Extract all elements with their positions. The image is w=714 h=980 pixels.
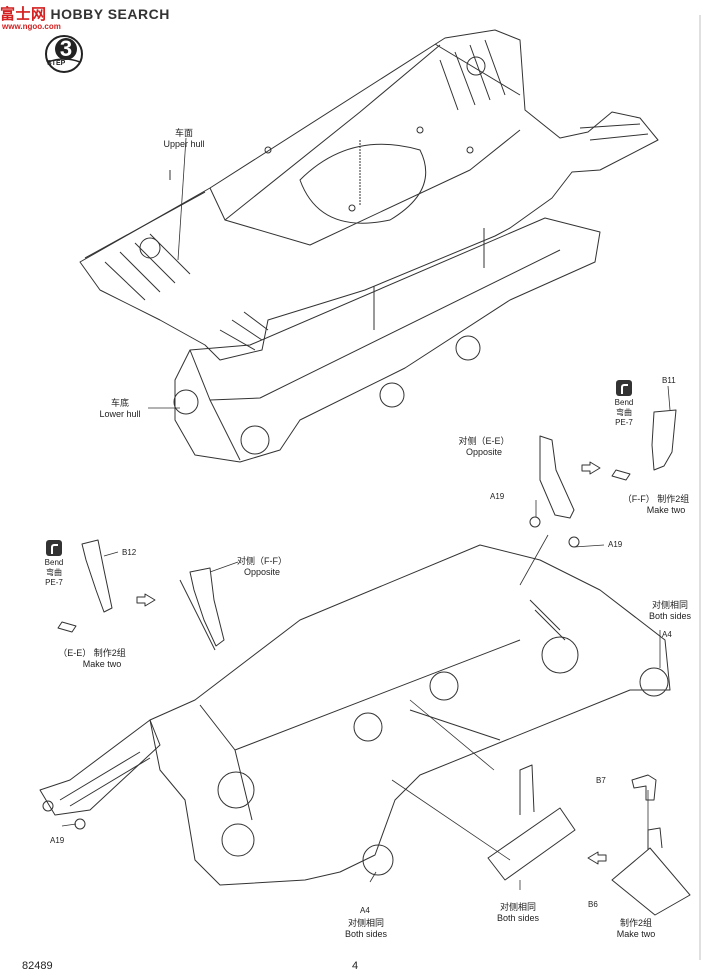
lower-hull-label-zh: 车底 — [110, 398, 129, 408]
ee-make-two-label-zh: （E-E） 制作2组 — [58, 648, 126, 658]
upper-hull-label: 车面 Upper hull — [158, 128, 210, 150]
part-code-a4-right: A4 — [662, 630, 672, 639]
watermark-en: HOBBY SEARCH — [50, 6, 170, 22]
a4-bottom-both-sides-zh: 对侧相同 — [347, 918, 384, 928]
bend-left-zh: 弯曲 — [46, 568, 62, 577]
step-badge-icon — [45, 35, 83, 73]
a4-bottom-both-sides-label: 对侧相同 Both sides — [338, 918, 394, 940]
upper-hull-drawing — [79, 29, 659, 361]
b6-make-two-label: 制作2组 Make two — [608, 918, 664, 940]
a4-right-both-sides-en: Both sides — [648, 611, 692, 621]
bend-note-right: Bend 弯曲 PE-7 — [608, 380, 640, 428]
part-code-b12: B12 — [122, 548, 137, 557]
part-code-a19-mid: A19 — [608, 540, 623, 549]
b6-make-two-label-zh: 制作2组 — [619, 918, 652, 928]
a4-right-both-sides-label: 对侧相同 Both sides — [642, 600, 698, 622]
b6-make-two-label-en: Make two — [616, 929, 656, 939]
step-number: 3 — [59, 36, 73, 61]
bend-icon — [616, 380, 632, 396]
lower-hull-drawing — [169, 140, 601, 463]
bend-right-word: Bend — [614, 398, 634, 407]
bend-right-pe: PE-7 — [615, 418, 633, 427]
ee-make-two-label: （E-E） 制作2组 Make two — [52, 648, 132, 670]
bend-icon — [46, 540, 62, 556]
leader-lines — [61, 137, 671, 890]
bend-left-pe: PE-7 — [45, 578, 63, 587]
bottom-hull-drawing — [39, 544, 671, 886]
ff-make-two-label: （F-F） 制作2组 Make two — [616, 494, 696, 516]
hollow-arrows — [136, 461, 607, 865]
step-word: STEP — [47, 60, 66, 67]
watermark-cn: 富士网 — [0, 6, 47, 23]
center-both-sides-zh: 对侧相同 — [499, 902, 536, 912]
bend-note-left: Bend 弯曲 PE-7 — [38, 540, 70, 588]
center-both-sides-label: 对侧相同 Both sides — [490, 902, 546, 924]
center-both-sides-en: Both sides — [496, 913, 540, 923]
opposite-ff-label: 对侧（F-F） Opposite — [228, 556, 296, 578]
opposite-ee-label-zh: 对侧（E-E） — [458, 436, 510, 446]
bend-left-word: Bend — [44, 558, 64, 567]
lower-hull-label: 车底 Lower hull — [92, 398, 148, 420]
opposite-ff-label-en: Opposite — [243, 567, 281, 577]
lower-hull-label-en: Lower hull — [99, 409, 141, 419]
part-code-b11: B11 — [662, 376, 676, 385]
ff-make-two-label-en: Make two — [646, 505, 686, 515]
upper-hull-label-zh: 车面 — [174, 128, 193, 138]
a4-bottom-both-sides-en: Both sides — [344, 929, 388, 939]
opposite-ee-label-en: Opposite — [465, 447, 503, 457]
opposite-ff-label-zh: 对侧（F-F） — [237, 556, 287, 566]
a4-right-both-sides-zh: 对侧相同 — [651, 600, 688, 610]
part-code-b6: B6 — [588, 900, 598, 909]
ff-make-two-label-zh: （F-F） 制作2组 — [622, 494, 690, 504]
ee-make-two-label-en: Make two — [82, 659, 122, 669]
part-code-a19-bottom: A19 — [50, 836, 65, 845]
part-code-a4-bottom: A4 — [360, 906, 370, 915]
step-badge: 3 STEP — [44, 34, 84, 74]
mudflap-parts-drawing — [487, 764, 691, 916]
part-code-b7: B7 — [596, 776, 606, 785]
watermark-url: www.ngoo.com — [2, 22, 61, 31]
part-code-a19-top: A19 — [490, 492, 505, 501]
product-code: 82489 — [22, 960, 53, 972]
bend-right-zh: 弯曲 — [616, 408, 632, 417]
upper-hull-label-en: Upper hull — [163, 139, 205, 149]
opposite-ee-label: 对侧（E-E） Opposite — [452, 436, 516, 458]
page-number: 4 — [352, 960, 359, 972]
